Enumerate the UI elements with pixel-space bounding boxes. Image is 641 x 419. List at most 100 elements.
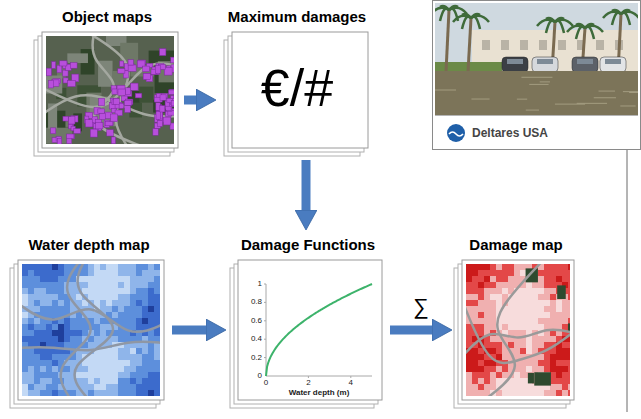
map-cell — [154, 378, 160, 385]
building — [157, 112, 163, 119]
map-cell — [556, 378, 563, 385]
map-cell — [478, 276, 485, 283]
panel-graphic — [454, 232, 578, 412]
map-cell — [142, 300, 149, 307]
map-cell — [142, 372, 149, 379]
map-cell — [478, 324, 485, 331]
axis-tick-label: 0.8 — [240, 297, 262, 307]
map-cell — [466, 378, 473, 385]
map-cell — [154, 318, 160, 325]
map-cell — [538, 324, 545, 331]
page-stack — [454, 268, 566, 408]
map-cell — [112, 276, 119, 283]
map-cell — [508, 264, 515, 271]
map-cell — [34, 384, 41, 391]
map-cell — [568, 348, 570, 355]
axis-tick-label: 2 — [298, 378, 318, 388]
map-cell — [526, 384, 533, 391]
map-cell — [118, 348, 125, 355]
map-cell — [472, 288, 479, 295]
map-cell — [496, 354, 503, 361]
map-cell — [76, 330, 83, 337]
axis-tick-label: 0.2 — [240, 353, 262, 363]
map-cell — [466, 288, 473, 295]
map-cell — [532, 318, 539, 325]
map-cell — [58, 306, 65, 313]
map-cell — [526, 312, 533, 319]
map-cell — [22, 348, 29, 355]
building — [85, 120, 92, 127]
map-cell — [556, 348, 563, 355]
building — [114, 99, 120, 105]
map-cell — [562, 300, 569, 307]
panel-graphic — [8, 232, 170, 412]
map-cell — [28, 384, 35, 391]
building — [98, 109, 105, 113]
building — [128, 65, 136, 71]
map-cell — [508, 276, 515, 283]
map-cell — [478, 264, 485, 271]
map-cell — [502, 354, 509, 361]
map-cell — [22, 372, 29, 379]
map-cell — [148, 264, 155, 271]
map-cell — [568, 354, 570, 361]
sky — [435, 3, 638, 115]
map-cell — [118, 312, 125, 319]
building — [125, 106, 131, 113]
map-cell — [130, 348, 137, 355]
building — [168, 90, 174, 95]
building — [163, 117, 170, 125]
map-cell — [34, 330, 41, 337]
map-cell — [70, 342, 77, 349]
map-cell — [142, 312, 149, 319]
map-cell — [40, 336, 47, 343]
map-cell — [478, 270, 485, 277]
map-cell — [46, 300, 53, 307]
panel-title: Damage Functions — [228, 236, 388, 254]
map-cell — [94, 318, 101, 325]
axis-tick — [264, 302, 266, 303]
map-cell — [106, 360, 113, 367]
label-holder: 0.4 — [240, 334, 262, 344]
map-cell — [100, 366, 107, 373]
map-cell — [22, 336, 29, 343]
map-cell — [22, 360, 29, 367]
map-cell — [562, 270, 569, 277]
map-cell — [112, 300, 119, 307]
vegetation-patch — [528, 373, 534, 384]
map-cell — [52, 366, 59, 373]
label-holder: ∑ — [396, 294, 446, 320]
map-cell — [34, 300, 41, 307]
map-cell — [100, 294, 107, 301]
map-cell — [544, 276, 551, 283]
water-ripple — [629, 92, 638, 93]
map-cell — [118, 294, 125, 301]
map-cell — [88, 312, 95, 319]
photo-frame — [433, 1, 641, 150]
map-cell — [154, 366, 160, 373]
map-cell — [538, 318, 545, 325]
map-cell — [532, 366, 539, 373]
map-cell — [112, 372, 119, 379]
map-cell — [136, 378, 143, 385]
water-ripple — [599, 91, 615, 92]
map-cell — [76, 324, 83, 331]
axis-tick-label: 1 — [240, 279, 262, 289]
map-cell — [40, 348, 47, 355]
map-cell — [58, 300, 65, 307]
map-cell — [154, 390, 160, 396]
map-cell — [142, 348, 149, 355]
map-cell — [88, 342, 95, 349]
map-cell — [52, 288, 59, 295]
map-cell — [490, 270, 497, 277]
map-cell — [154, 270, 160, 277]
map-cell — [136, 276, 143, 283]
map-cell — [58, 276, 65, 283]
label-holder: 0 — [240, 371, 262, 381]
map-cell — [568, 384, 570, 391]
map-cell — [136, 384, 143, 391]
map-cell — [154, 282, 160, 289]
map-cell — [118, 306, 125, 313]
map-cell — [148, 372, 155, 379]
map-cell — [562, 384, 569, 391]
